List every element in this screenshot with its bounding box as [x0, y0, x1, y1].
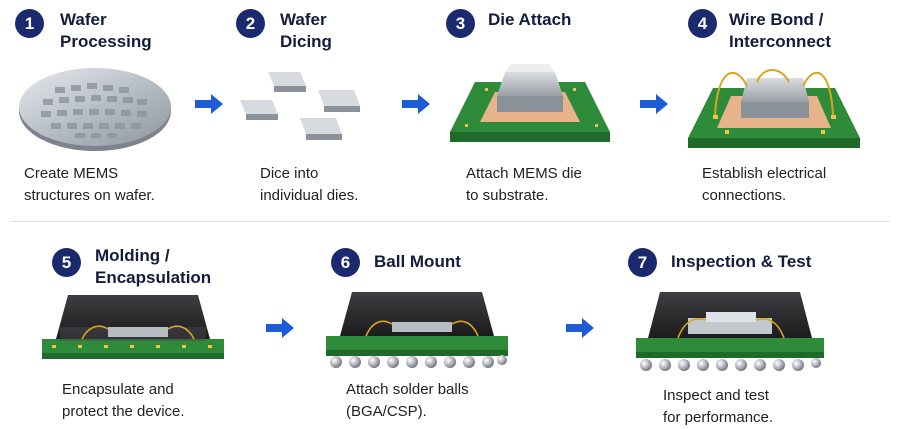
step-3-desc-line-2: to substrate. — [466, 187, 549, 204]
arrow-right-icon — [195, 94, 223, 114]
die-piece — [268, 72, 306, 92]
step-1-title: Wafer Processing — [60, 9, 152, 53]
step-5-desc-line-2: protect the device. — [62, 403, 185, 420]
step-4-desc: Establish electrical connections. — [702, 163, 826, 207]
step-2-desc-line-1: Dice into — [260, 165, 319, 182]
step-1-title-line-1: Wafer — [60, 10, 107, 29]
step-1-badge: 1 — [15, 9, 44, 38]
step-5-title-line-1: Molding / — [95, 246, 170, 265]
step-4-desc-line-2: connections. — [702, 187, 787, 204]
step-7-desc-line-2: for performance. — [663, 409, 774, 426]
ball-mount-illustration — [326, 292, 508, 368]
step-7-desc-line-1: Inspect and test — [663, 387, 769, 404]
step-3-badge: 3 — [446, 9, 475, 38]
row-divider — [10, 221, 890, 222]
die-attach-illustration — [450, 64, 610, 142]
step-5-badge: 5 — [52, 248, 81, 277]
step-6-title-line-1: Ball Mount — [374, 252, 461, 271]
step-7-badge: 7 — [628, 248, 657, 277]
step-3-desc: Attach MEMS die to substrate. — [466, 163, 582, 207]
step-6-desc-line-2: (BGA/CSP). — [346, 403, 427, 420]
step-5-desc-line-1: Encapsulate and — [62, 381, 174, 398]
step-1-desc-line-2: structures on wafer. — [24, 187, 155, 204]
arrow-right-icon — [566, 318, 594, 338]
step-6-badge: 6 — [331, 248, 360, 277]
step-2-title-line-2: Dicing — [280, 32, 332, 51]
step-2-desc: Dice into individual dies. — [260, 163, 358, 207]
step-3-desc-line-1: Attach MEMS die — [466, 165, 582, 182]
wafer-illustration — [19, 68, 171, 151]
step-1-desc: Create MEMS structures on wafer. — [24, 163, 155, 207]
step-5-title: Molding / Encapsulation — [95, 245, 211, 289]
inspection-test-illustration — [636, 292, 824, 371]
step-5-desc: Encapsulate and protect the device. — [62, 379, 185, 423]
step-6-desc: Attach solder balls (BGA/CSP). — [346, 379, 469, 423]
step-4-title: Wire Bond / Interconnect — [729, 9, 831, 53]
step-3-title-line-1: Die Attach — [488, 10, 572, 29]
arrow-right-icon — [402, 94, 430, 114]
step-2-title: Wafer Dicing — [280, 9, 332, 53]
step-6-title: Ball Mount — [374, 251, 461, 273]
step-4-title-line-1: Wire Bond / — [729, 10, 824, 29]
step-7-desc: Inspect and test for performance. — [663, 385, 773, 429]
step-2-desc-line-2: individual dies. — [260, 187, 359, 204]
step-1-title-line-2: Processing — [60, 32, 152, 51]
step-7-title-line-1: Inspection & Test — [671, 252, 812, 271]
step-6-desc-line-1: Attach solder balls — [346, 381, 469, 398]
step-7-title: Inspection & Test — [671, 251, 811, 273]
arrow-right-icon — [640, 94, 668, 114]
step-5-title-line-2: Encapsulation — [95, 268, 212, 287]
diced-dies-illustration — [240, 72, 360, 140]
step-1-desc-line-1: Create MEMS — [24, 165, 119, 182]
step-4-badge: 4 — [688, 9, 717, 38]
step-3-title: Die Attach — [488, 9, 571, 31]
step-2-badge: 2 — [236, 9, 265, 38]
step-2-title-line-1: Wafer — [280, 10, 327, 29]
step-4-title-line-2: Interconnect — [729, 32, 832, 51]
step-4-desc-line-1: Establish electrical — [702, 165, 827, 182]
wire-bond-illustration — [688, 69, 860, 148]
arrow-right-icon — [266, 318, 294, 338]
molding-illustration — [42, 295, 224, 359]
solder-balls — [330, 355, 507, 368]
